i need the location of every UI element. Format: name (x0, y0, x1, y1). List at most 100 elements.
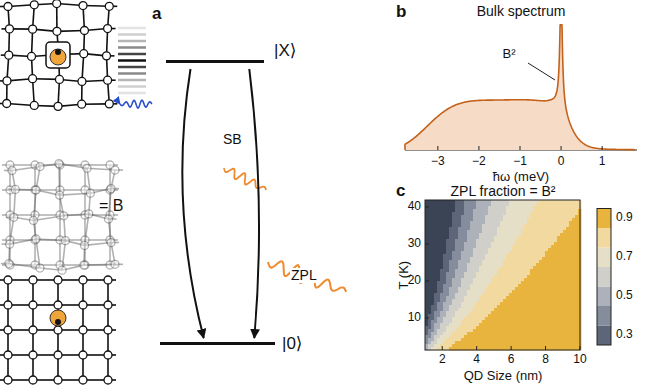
contour-cell (476, 239, 479, 242)
contour-cell (437, 206, 440, 209)
contour-cell (512, 251, 515, 254)
contour-cell (449, 338, 452, 341)
electron (55, 49, 61, 55)
contour-cell (473, 311, 476, 314)
contour-cell (485, 239, 488, 242)
contour-cell (461, 245, 464, 248)
contour-cell (449, 320, 452, 323)
atom (29, 75, 37, 83)
contour-cell (434, 305, 437, 308)
contour-cell (458, 248, 461, 251)
contour-cell (515, 320, 518, 323)
contour-cell (428, 305, 431, 308)
contour-cell (476, 260, 479, 263)
contour-cell (506, 338, 509, 341)
contour-cell (446, 299, 449, 302)
atom (54, 102, 62, 110)
contour-cell (458, 344, 461, 347)
tick (437, 146, 438, 150)
contour-cell (500, 275, 503, 278)
contour-cell (431, 281, 434, 284)
contour-cell (515, 209, 518, 212)
contour-cell (503, 233, 506, 236)
contour-cell (482, 251, 485, 254)
contour-cell (515, 323, 518, 326)
contour-cell (452, 299, 455, 302)
contour-cell (509, 284, 512, 287)
contour-cell (467, 233, 470, 236)
contour-cell (428, 227, 431, 230)
contour-cell (449, 227, 452, 230)
atom (5, 25, 13, 33)
contour-cell (446, 323, 449, 326)
contour-cell (521, 200, 524, 203)
contour-cell (473, 221, 476, 224)
atom (11, 185, 19, 193)
contour-cell (452, 266, 455, 269)
contour-cell (506, 296, 509, 299)
contour-cell (431, 212, 434, 215)
contour-cell (467, 236, 470, 239)
contour-cell (464, 239, 467, 242)
contour-cell (440, 257, 443, 260)
contour-cell (479, 263, 482, 266)
contour-cell (470, 212, 473, 215)
contour-cell (464, 311, 467, 314)
contour-cell (473, 260, 476, 263)
contour-cell (494, 263, 497, 266)
contour-cell (509, 245, 512, 248)
contour-cell (431, 260, 434, 263)
contour-cell (425, 215, 428, 218)
contour-cell (515, 305, 518, 308)
contour-cell (434, 215, 437, 218)
contour-cell (488, 242, 491, 245)
contour-cell (443, 266, 446, 269)
contour-cell (464, 203, 467, 206)
contour-cell (503, 308, 506, 311)
contour-cell (503, 314, 506, 317)
contour-cell (512, 215, 515, 218)
contour-cell (479, 275, 482, 278)
contour-cell (485, 278, 488, 281)
contour-cell (470, 209, 473, 212)
contour-cell (515, 290, 518, 293)
contour-cell (497, 311, 500, 314)
contour-cell (509, 233, 512, 236)
contour-cell (494, 227, 497, 230)
contour-cell (488, 269, 491, 272)
contour-cell (455, 326, 458, 329)
contour-cell (434, 308, 437, 311)
contour-cell (452, 203, 455, 206)
contour-cell (500, 221, 503, 224)
contour-cell (437, 236, 440, 239)
contour-cell (449, 305, 452, 308)
contour-cell (446, 254, 449, 257)
contour-cell (470, 239, 473, 242)
contour-cell (488, 308, 491, 311)
contour-cell (467, 305, 470, 308)
contour-cell (521, 299, 524, 302)
contour-cell (470, 224, 473, 227)
contour-cell (500, 251, 503, 254)
contour-cell (452, 254, 455, 257)
contour-cell (521, 248, 524, 251)
contour-cell (425, 260, 428, 263)
contour-cell (461, 302, 464, 305)
atom (36, 163, 44, 171)
contour-cell (521, 206, 524, 209)
contour-cell (452, 200, 455, 203)
contour-cell (470, 263, 473, 266)
contour-cell (443, 242, 446, 245)
contour-cell (473, 269, 476, 272)
contour-cell (443, 251, 446, 254)
contour-cell (515, 218, 518, 221)
contour-cell (464, 275, 467, 278)
contour-cell (443, 299, 446, 302)
contour-cell (473, 290, 476, 293)
contour-cell (458, 281, 461, 284)
contour-cell (428, 200, 431, 203)
contour-cell (494, 218, 497, 221)
contour-cell (467, 290, 470, 293)
contour-cell (485, 206, 488, 209)
contour-cell (518, 329, 521, 332)
